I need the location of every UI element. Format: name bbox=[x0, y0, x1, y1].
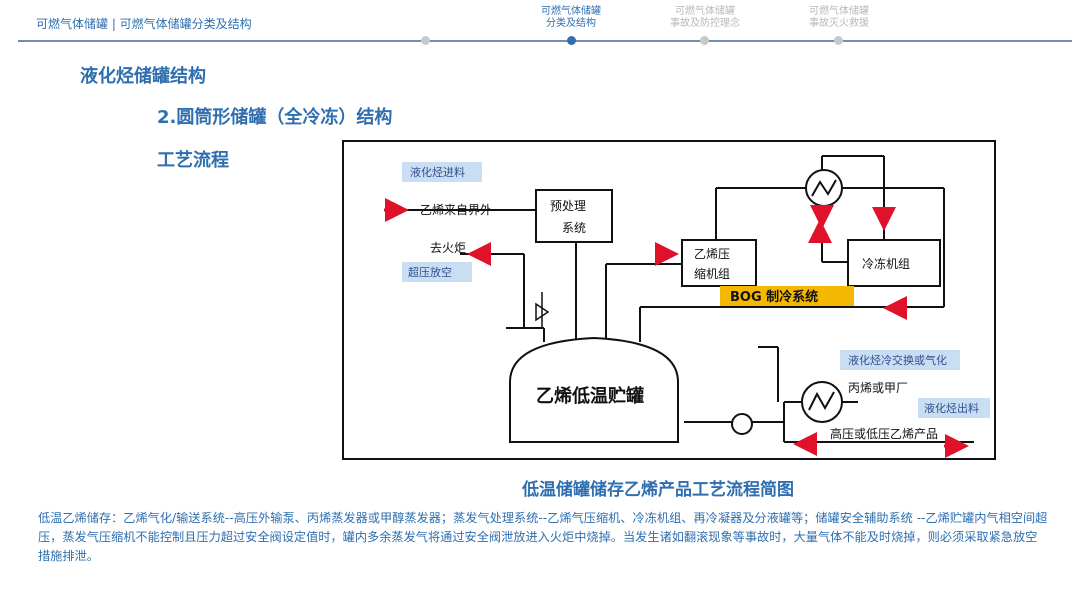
relief-valve-icon bbox=[535, 292, 550, 328]
step-label-1[interactable]: 可燃气体储罐 分类及结构 bbox=[541, 6, 601, 29]
exchange-label-bg bbox=[840, 350, 960, 370]
diagram-caption: 低温储罐储存乙烯产品工艺流程简图 bbox=[522, 480, 794, 500]
bog-label-bg bbox=[720, 286, 854, 306]
breadcrumb: 可燃气体储罐 | 可燃气体储罐分类及结构 bbox=[36, 17, 252, 31]
step-label-3[interactable]: 可燃气体储罐 事故灭火救援 bbox=[809, 6, 869, 29]
compressor-text-2: 缩机组 bbox=[694, 266, 730, 281]
outlet-label: 液化烃出料 bbox=[924, 401, 979, 415]
overpressure-label-bg bbox=[402, 262, 472, 282]
description-paragraph: 低温乙烯储存：乙烯气化/输送系统--高压外输泵、丙烯蒸发器或甲醇蒸发器；蒸发气处… bbox=[38, 511, 1048, 563]
pretreat-text-1: 预处理 bbox=[550, 199, 586, 213]
step-label-2[interactable]: 可燃气体储罐 事故及防控理念 bbox=[670, 6, 740, 29]
flow-diagram-svg: 液化烃进料 超压放空 BOG 制冷系统 液化烃冷交换或气化 液化烃出料 乙烯来自… bbox=[384, 155, 990, 458]
compressor-text-1: 乙烯压 bbox=[694, 247, 730, 261]
flare-text: 去火炬 bbox=[430, 241, 466, 255]
step-dot-3[interactable] bbox=[834, 36, 843, 45]
refrigeration-box bbox=[847, 239, 941, 287]
process-flow-diagram: 液化烃进料 超压放空 BOG 制冷系统 液化烃冷交换或气化 液化烃出料 乙烯来自… bbox=[342, 140, 996, 460]
pump-icon bbox=[731, 413, 753, 435]
storage-tank bbox=[509, 336, 679, 443]
subsection-title: 2.圆筒形储罐（全冷冻）结构 bbox=[157, 107, 393, 128]
section-title: 液化烃储罐结构 bbox=[80, 66, 206, 87]
refrigeration-text: 冷冻机组 bbox=[862, 256, 910, 271]
compressor-box bbox=[681, 239, 757, 287]
product-text: 高压或低压乙烯产品 bbox=[830, 426, 938, 441]
feed-label-bg bbox=[402, 162, 482, 182]
step-dot-1[interactable] bbox=[567, 36, 576, 45]
flow-arrows bbox=[384, 198, 969, 458]
progress-line bbox=[18, 40, 1072, 42]
bog-label: BOG 制冷系统 bbox=[730, 289, 818, 305]
step-dot-2[interactable] bbox=[700, 36, 709, 45]
pretreat-text-2: 系统 bbox=[562, 221, 586, 235]
outlet-label-bg bbox=[918, 398, 990, 418]
overpressure-label: 超压放空 bbox=[408, 265, 452, 279]
propylene-text: 丙烯或甲厂 bbox=[848, 381, 908, 395]
feed-label: 液化烃进料 bbox=[410, 165, 465, 179]
exchange-label: 液化烃冷交换或气化 bbox=[848, 353, 947, 367]
tank-text: 乙烯低温贮罐 bbox=[536, 385, 644, 407]
pretreatment-box bbox=[535, 189, 613, 243]
process-title: 工艺流程 bbox=[157, 150, 229, 171]
ethylene-source-text: 乙烯来自界外 bbox=[420, 203, 492, 217]
step-dot-0 bbox=[421, 36, 430, 45]
